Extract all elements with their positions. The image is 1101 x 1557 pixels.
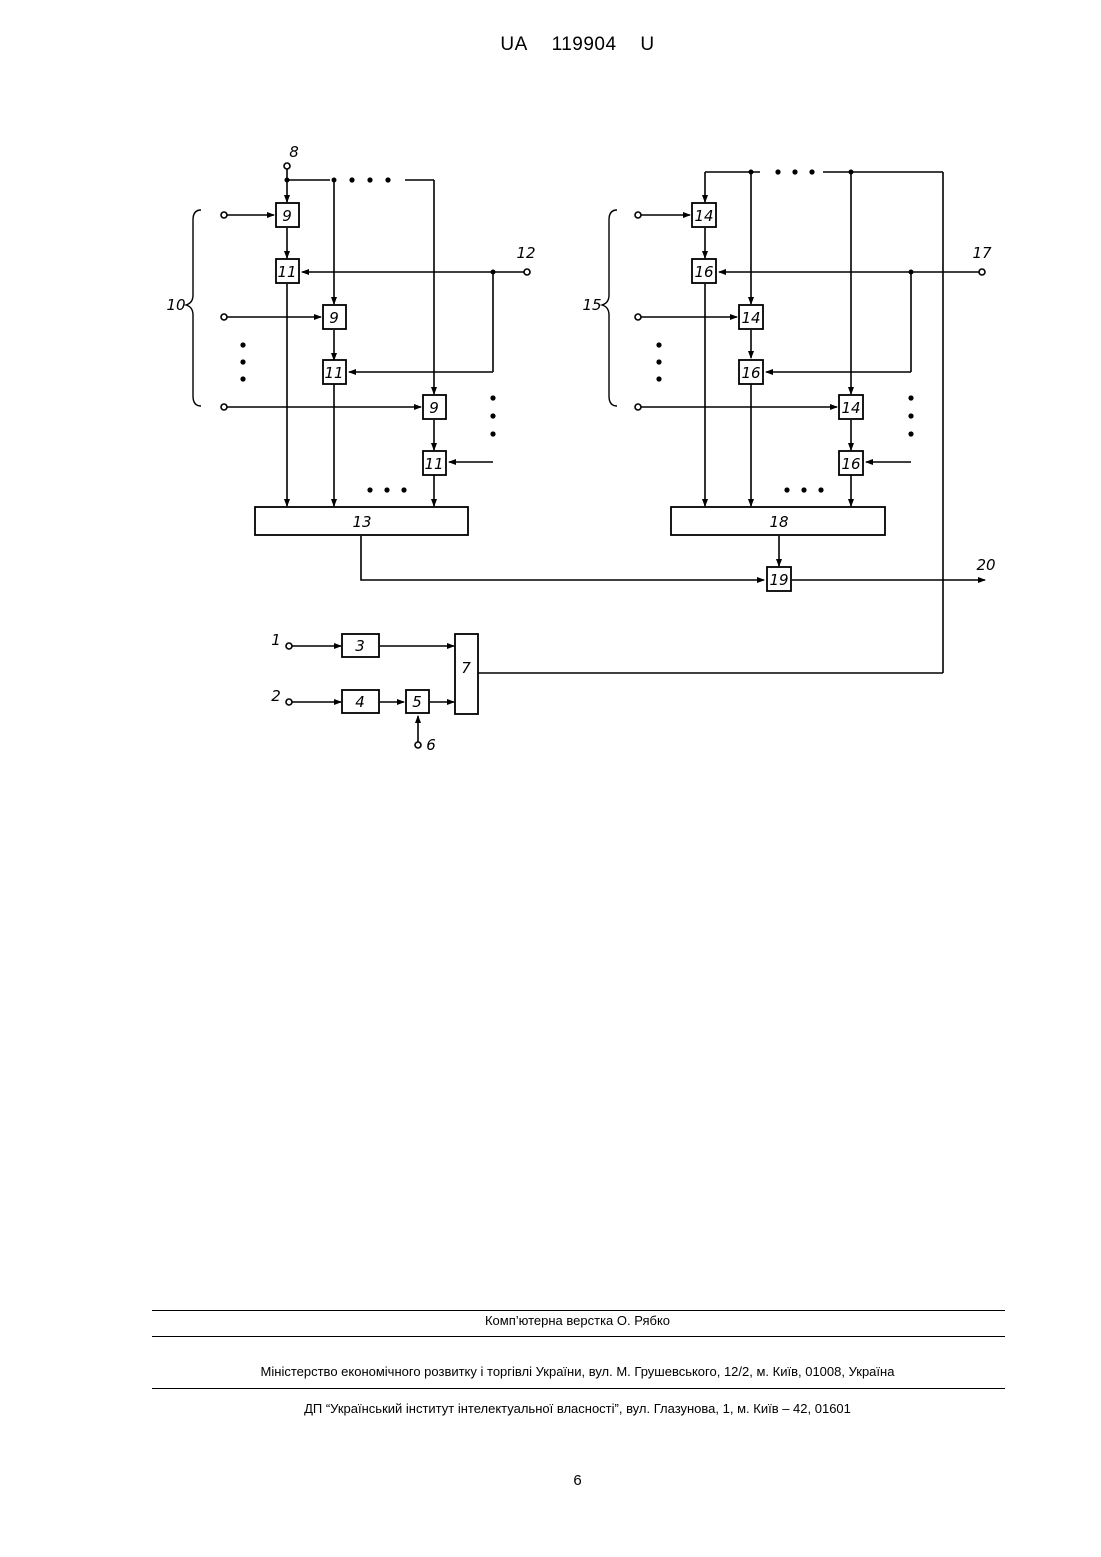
label-8: 8: [289, 143, 299, 161]
label-7: 7: [461, 659, 471, 677]
label-16-1: 16: [694, 263, 713, 281]
label-18: 18: [769, 513, 788, 531]
block-diagram: 8 9 11 9 11 9 11 10 12 13 14 16 14 16 14…: [0, 0, 1101, 820]
label-15: 15: [582, 296, 601, 314]
label-1: 1: [271, 631, 281, 649]
footer-rule-bottom: [152, 1388, 1005, 1389]
page-number: 6: [0, 1472, 1101, 1489]
label-6: 6: [426, 736, 436, 754]
footer-rule-top: [152, 1310, 1005, 1311]
label-19: 19: [769, 571, 788, 589]
label-2: 2: [271, 687, 281, 705]
label-9-3: 9: [429, 399, 439, 417]
footer-rule-middle: [152, 1336, 1005, 1337]
footer-ministry: Міністерство економічного розвитку і тор…: [0, 1364, 1101, 1379]
label-10: 10: [166, 296, 185, 314]
label-9-2: 9: [329, 309, 339, 327]
label-14-1: 14: [694, 207, 713, 225]
label-17: 17: [972, 244, 992, 262]
label-16-3: 16: [841, 455, 860, 473]
label-16-2: 16: [741, 364, 760, 382]
label-12: 12: [516, 244, 535, 262]
label-9-1: 9: [282, 207, 292, 225]
label-14-2: 14: [741, 309, 760, 327]
label-11-3: 11: [424, 455, 443, 473]
label-11-2: 11: [324, 364, 343, 382]
label-14-3: 14: [841, 399, 860, 417]
label-5: 5: [412, 693, 422, 711]
footer-institute: ДП “Український інститут інтелектуальної…: [0, 1401, 1101, 1416]
label-13: 13: [352, 513, 371, 531]
label-4: 4: [355, 693, 365, 711]
label-20: 20: [976, 556, 995, 574]
label-11-1: 11: [277, 263, 296, 281]
footer-layout-credit: Комп’ютерна верстка О. Рябко: [0, 1313, 1101, 1328]
label-3: 3: [355, 637, 365, 655]
